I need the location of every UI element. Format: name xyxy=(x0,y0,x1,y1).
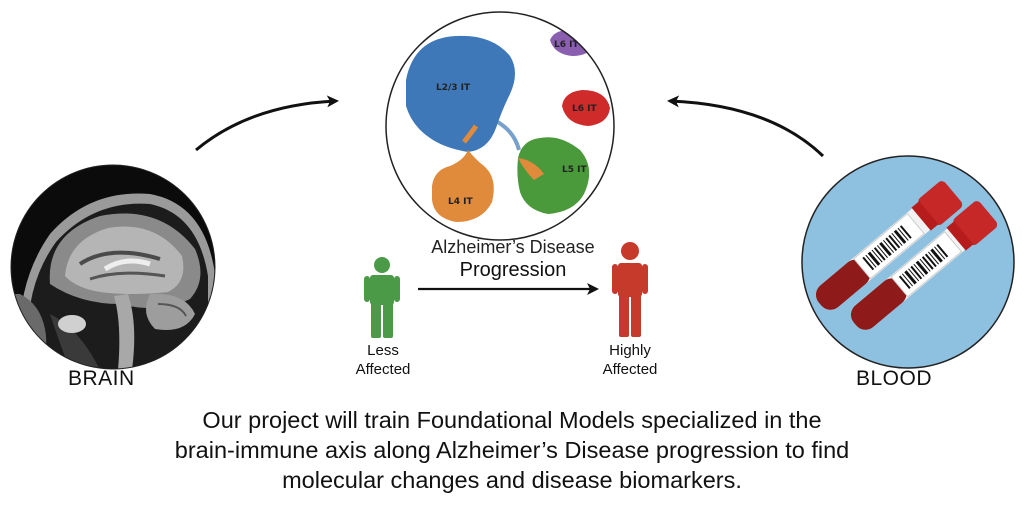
umap-label: L4 IT xyxy=(448,197,473,207)
caption: Our project will train Foundational Mode… xyxy=(40,405,984,495)
umap-cluster-l4-it xyxy=(432,150,494,222)
umap-cluster-plot: L2/3 IT L6 IT L L6 IT L5 IT L4 IT xyxy=(385,11,615,241)
blood-tubes-image xyxy=(801,155,1015,369)
caption-line-1: Our project will train Foundational Mode… xyxy=(202,407,822,433)
highly-affected-label: Highly Affected xyxy=(584,341,676,379)
blood-label: BLOOD xyxy=(856,367,933,390)
highly-affected-person-icon xyxy=(612,242,648,337)
caption-line-2: brain-immune axis along Alzheimer’s Dise… xyxy=(174,437,850,463)
brain-to-umap-arrow xyxy=(195,95,339,152)
brain-label: BRAIN xyxy=(68,367,135,390)
progression-title-line2: Progression xyxy=(459,259,567,281)
umap-cluster-l5-it xyxy=(517,137,590,214)
less-affected-line1: Less xyxy=(367,342,399,359)
less-affected-label: Less Affected xyxy=(338,341,428,379)
umap-label: L6 IT L xyxy=(554,40,588,50)
highly-affected-line1: Highly xyxy=(609,342,651,359)
less-affected-person-icon xyxy=(364,257,400,338)
umap-label: L5 IT xyxy=(562,165,587,175)
highly-affected-line2: Affected xyxy=(602,361,658,378)
progression-title-line1: Alzheimer’s Disease xyxy=(431,237,595,257)
less-affected-line2: Affected xyxy=(355,361,411,378)
blood-to-umap-arrow xyxy=(667,95,825,158)
brain-mri-image xyxy=(10,164,216,370)
umap-cluster-l23-it xyxy=(406,35,515,152)
umap-cluster-l6-it-red xyxy=(562,90,610,126)
umap-label: L6 IT xyxy=(572,104,597,114)
umap-label: L2/3 IT xyxy=(436,83,471,93)
caption-line-3: molecular changes and disease biomarkers… xyxy=(282,467,742,493)
